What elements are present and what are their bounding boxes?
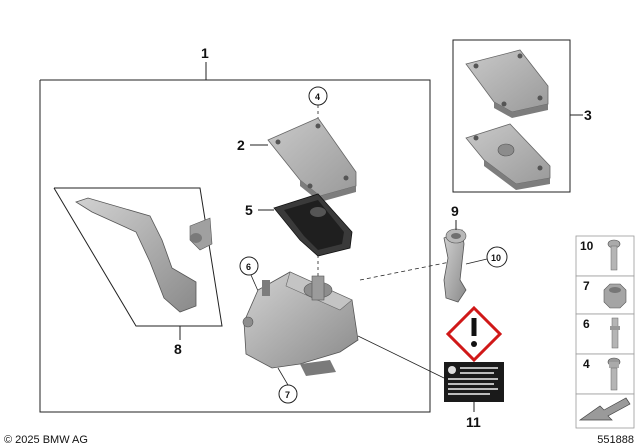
legend-number-3: 6 xyxy=(583,317,590,331)
diagram-number: 551888 xyxy=(597,434,634,446)
reservoir-cover-variant-a xyxy=(465,49,549,118)
reservoir-cover xyxy=(267,117,357,202)
reservoir-cover-variant-b xyxy=(465,123,551,190)
information-label-sticker xyxy=(444,362,504,402)
bolt-with-round-head-icon xyxy=(607,239,621,271)
diaphragm-gasket xyxy=(273,193,353,257)
assembly-frame xyxy=(39,79,431,413)
lever-frame xyxy=(53,187,223,327)
socket-head-screw-icon xyxy=(607,357,621,391)
callout-3: 3 xyxy=(584,107,592,123)
brake-lever xyxy=(75,197,213,313)
copyright-text: © 2025 BMW AG xyxy=(4,434,88,446)
callout-10: 10 xyxy=(491,253,501,263)
master-cylinder-body xyxy=(242,271,359,376)
legend-number-2: 7 xyxy=(583,279,590,293)
callout-1: 1 xyxy=(201,45,209,61)
callout-9: 9 xyxy=(451,203,459,219)
callout-8: 8 xyxy=(174,341,182,357)
hardware-legend: 10 7 6 4 xyxy=(575,235,635,429)
callout-5: 5 xyxy=(245,202,253,218)
legend-number-1: 10 xyxy=(580,239,594,253)
legend-number-4: 4 xyxy=(583,357,590,371)
threaded-stud-icon xyxy=(610,317,620,349)
callout-2: 2 xyxy=(237,137,245,153)
callout-7: 7 xyxy=(285,390,290,400)
hex-nut-icon xyxy=(603,283,627,309)
callout-4: 4 xyxy=(315,92,320,102)
exclamation-hazard-icon xyxy=(445,305,503,363)
arrow-icon xyxy=(578,397,631,421)
cover-variant-frame xyxy=(452,39,571,193)
callout-6: 6 xyxy=(246,262,251,272)
callout-11: 11 xyxy=(466,414,481,430)
handlebar-clamp xyxy=(443,228,467,303)
